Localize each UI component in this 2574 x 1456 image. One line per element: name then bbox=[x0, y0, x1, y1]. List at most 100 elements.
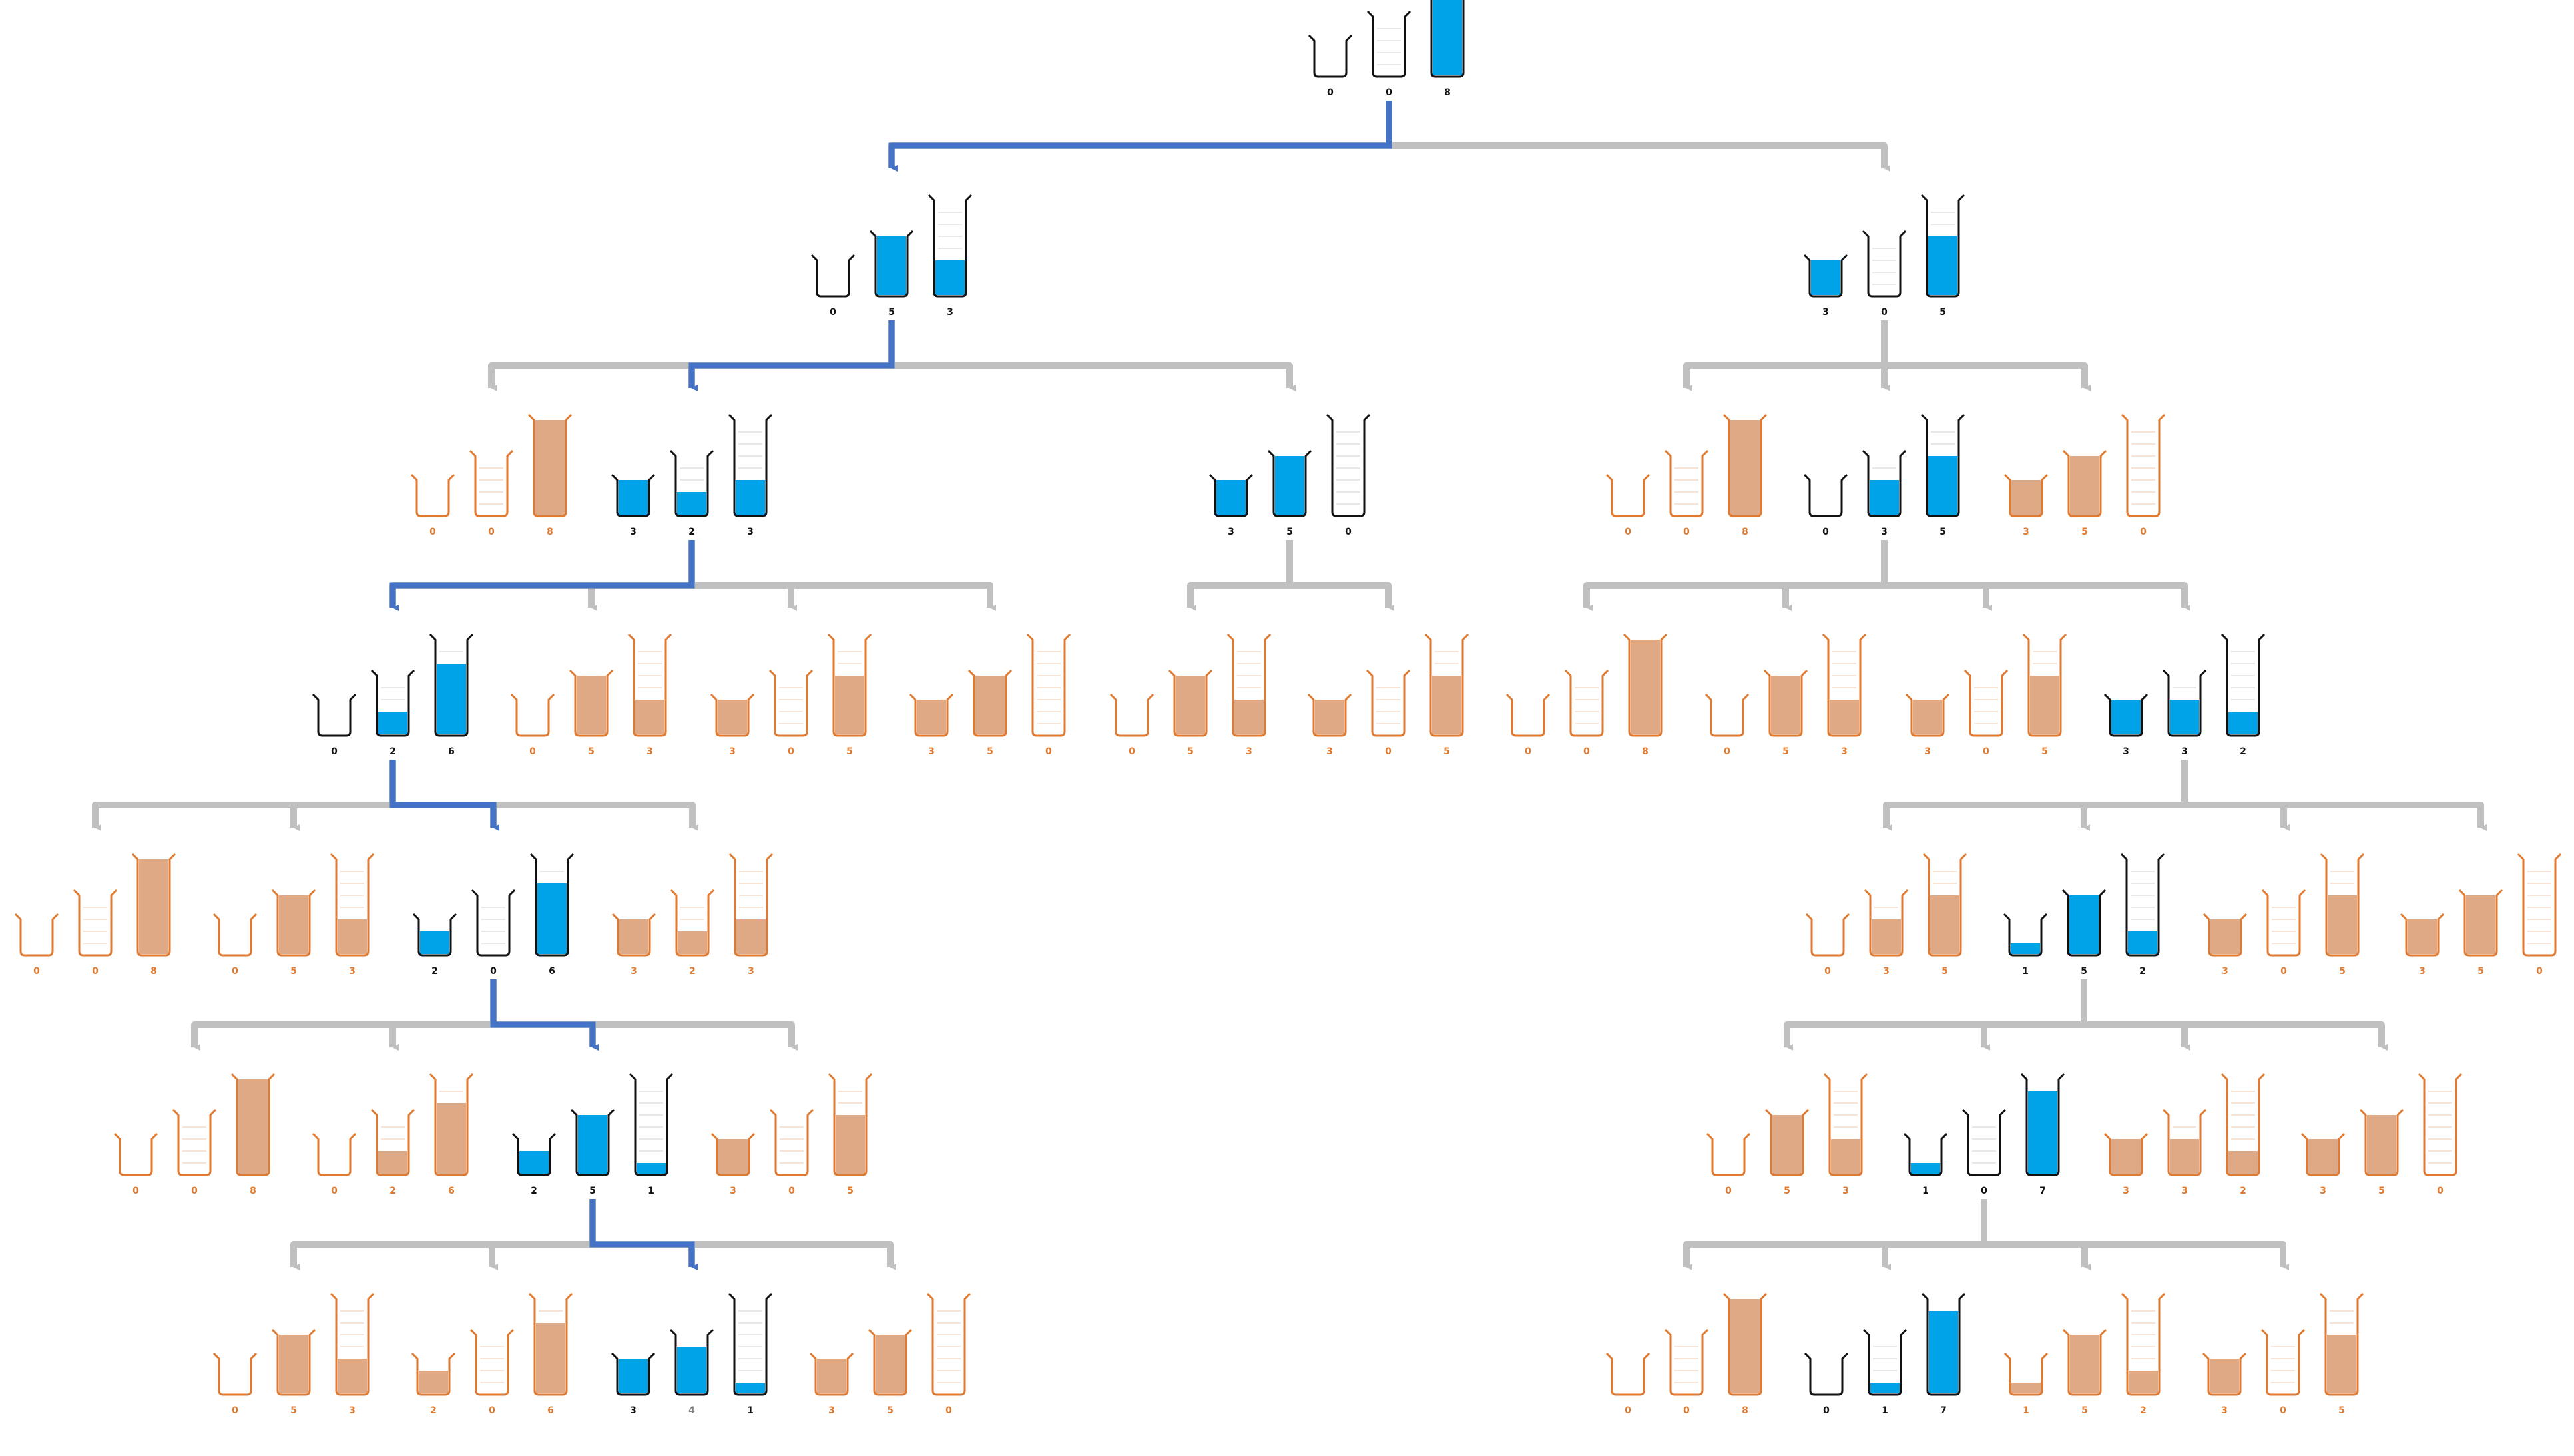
jug-water bbox=[1216, 480, 1246, 515]
jug-amount-label: 0 bbox=[1625, 527, 1631, 537]
solution-path-segment bbox=[490, 979, 599, 1051]
jug-amount-label: 0 bbox=[232, 966, 238, 977]
jug-amount-label: 0 bbox=[1981, 1186, 1987, 1196]
jug-outline bbox=[1920, 413, 1965, 517]
jug-outline bbox=[611, 473, 656, 517]
jug-amount-label: 1 bbox=[747, 1405, 754, 1416]
jug-water bbox=[1176, 676, 1205, 734]
jug-outline bbox=[2062, 449, 2107, 517]
jug-outline bbox=[2202, 1352, 2247, 1396]
jug-amount-label: 8 bbox=[1742, 527, 1748, 537]
jug-outline bbox=[611, 913, 656, 957]
jug-8: 0 bbox=[2418, 1073, 2463, 1196]
jug-outline bbox=[2121, 1292, 2166, 1396]
jug-outline bbox=[728, 853, 774, 957]
jug-8: 6 bbox=[529, 853, 575, 977]
jug-outline bbox=[471, 889, 516, 957]
jug-3: 0 bbox=[14, 913, 59, 977]
jug-amount-label: 0 bbox=[2437, 1186, 2444, 1196]
jug-amount-label: 8 bbox=[250, 1186, 256, 1196]
jug-water bbox=[1432, 676, 1461, 734]
jug-amount-label: 0 bbox=[2140, 527, 2147, 537]
jug-outline bbox=[1823, 1073, 1868, 1176]
jug-water bbox=[2030, 676, 2059, 734]
jug-outline bbox=[710, 1132, 756, 1176]
jug-outline bbox=[1920, 194, 1965, 298]
jug-8: 0 bbox=[2121, 413, 2166, 537]
jug-water bbox=[2327, 1335, 2356, 1393]
jug-outline bbox=[1804, 1352, 1849, 1396]
jug-amount-label: 5 bbox=[887, 1405, 894, 1416]
jug-water bbox=[817, 1359, 846, 1393]
jug-water bbox=[2111, 1139, 2141, 1174]
jug-outline bbox=[810, 254, 856, 298]
jug-outline bbox=[1704, 693, 1750, 737]
jug-5: 5 bbox=[271, 1328, 316, 1416]
jug-outline bbox=[2162, 669, 2207, 737]
jug-amount-label: 0 bbox=[1045, 746, 1052, 757]
jug-3: 3 bbox=[2003, 473, 2049, 537]
jug-outline bbox=[1664, 1328, 1709, 1396]
jug-8: 5 bbox=[1920, 413, 1965, 537]
jug-water bbox=[2466, 895, 2495, 954]
jug-8: 7 bbox=[2020, 1073, 2065, 1196]
jug-5: 0 bbox=[769, 1108, 814, 1196]
jug-outline bbox=[1109, 693, 1155, 737]
jug-water bbox=[2128, 931, 2157, 954]
jug-8: 2 bbox=[2220, 1073, 2266, 1196]
jug-5: 2 bbox=[669, 449, 714, 537]
jug-amount-label: 5 bbox=[847, 1186, 854, 1196]
jug-outline bbox=[2120, 853, 2165, 957]
jug-amount-label: 6 bbox=[547, 1405, 554, 1416]
jug-outline bbox=[2003, 1352, 2049, 1396]
jug-8: 6 bbox=[429, 633, 474, 757]
jug-water bbox=[678, 931, 707, 954]
jug-outline bbox=[527, 413, 573, 517]
jug-amount-label: 0 bbox=[1129, 746, 1135, 757]
jug-amount-label: 0 bbox=[2536, 966, 2543, 977]
jug-outline bbox=[2121, 413, 2166, 517]
jug-amount-label: 5 bbox=[2477, 966, 2484, 977]
jug-outline bbox=[370, 1108, 415, 1176]
jug-5: 0 bbox=[469, 449, 514, 537]
jug-water bbox=[877, 236, 906, 295]
jug-amount-label: 3 bbox=[1246, 746, 1252, 757]
jug-outline bbox=[1605, 1352, 1651, 1396]
jug-water bbox=[2070, 456, 2099, 515]
jug-5: 0 bbox=[1664, 449, 1709, 537]
jug-3: 3 bbox=[2103, 693, 2149, 757]
jug-3: 0 bbox=[1605, 473, 1651, 537]
jug-amount-label: 3 bbox=[747, 527, 754, 537]
jug-8: 3 bbox=[728, 853, 774, 977]
jug-outline bbox=[669, 449, 714, 517]
jug-amount-label: 5 bbox=[1443, 746, 1450, 757]
jug-outline bbox=[611, 1352, 656, 1396]
jug-amount-label: 8 bbox=[547, 527, 553, 537]
jug-water bbox=[2129, 1371, 2158, 1393]
solution-path-segment bbox=[389, 760, 499, 831]
jug-amount-label: 3 bbox=[928, 746, 935, 757]
jug-3: 3 bbox=[1803, 254, 1848, 318]
jug-outline bbox=[1905, 693, 1950, 737]
jug-5: 0 bbox=[1961, 1108, 2007, 1196]
jug-water bbox=[238, 1079, 268, 1174]
jug-water bbox=[378, 712, 407, 734]
jug-amount-label: 0 bbox=[1983, 746, 1989, 757]
jug-3: 2 bbox=[412, 913, 457, 977]
jug-amount-label: 3 bbox=[748, 966, 754, 977]
jug-outline bbox=[2103, 693, 2149, 737]
jug-amount-label: 0 bbox=[1683, 527, 1690, 537]
jug-amount-label: 2 bbox=[430, 1405, 437, 1416]
jug-amount-label: 0 bbox=[1724, 746, 1730, 757]
jug-3: 3 bbox=[2400, 913, 2445, 977]
